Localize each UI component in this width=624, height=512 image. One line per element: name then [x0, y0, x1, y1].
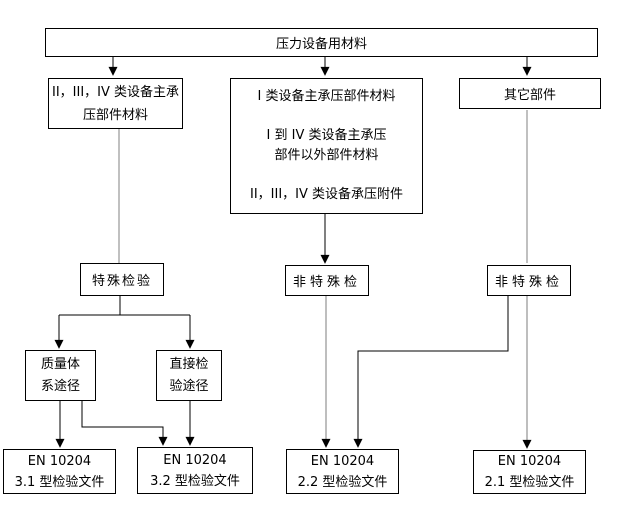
node-text-line: 质量体: [40, 356, 80, 372]
node-en10204-type-3-1: EN 10204 3.1 型检验文件: [3, 449, 116, 494]
node-en10204-type-2-2: EN 10204 2.2 型检验文件: [286, 449, 399, 494]
node-class-2-3-4-main-pressure-parts: II，III，IV 类设备主承 压部件材料: [48, 78, 183, 129]
node-text-line: 验途径: [169, 378, 209, 394]
node-text-line: 2.1 型检验文件: [484, 475, 575, 490]
node-text-line: 特殊检验: [91, 274, 152, 289]
node-en10204-type-3-2: EN 10204 3.2 型检验文件: [137, 447, 253, 494]
node-text-line: 压力设备用材料: [275, 37, 367, 52]
node-quality-system-route: 质量体 系途径: [25, 350, 96, 401]
edge-nonspecial2-to-en22: [353, 296, 509, 448]
node-direct-inspection-route: 直接检 验途径: [156, 350, 222, 401]
node-text-line: 2.2 型检验文件: [297, 474, 388, 490]
edge-special-split: [59, 296, 190, 316]
node-pressure-equipment-materials: 压力设备用材料: [45, 28, 598, 57]
node-other-parts: 其它部件: [459, 78, 601, 109]
node-text-line: 非特殊检: [494, 275, 563, 290]
node-text-line: I 到 IV 类设备主承压: [266, 128, 387, 143]
node-text-line: EN 10204: [27, 453, 92, 469]
node-text-line: 系途径: [40, 378, 80, 394]
node-text-line: II，III，IV 类设备主承: [51, 84, 180, 100]
node-text-line: EN 10204: [163, 452, 227, 468]
node-text-line: II，III，IV 类设备承压附件: [249, 187, 404, 202]
node-special-inspection: 特殊检验: [80, 263, 164, 296]
node-text-line: 3.2 型检验文件: [150, 473, 240, 489]
node-text-line: 非特殊检: [292, 275, 361, 290]
node-non-special-inspection-1: 非特殊检: [285, 265, 369, 296]
node-text-line: 直接检: [169, 356, 209, 372]
node-text-line: EN 10204: [310, 453, 375, 469]
node-text-line: 压部件材料: [82, 107, 148, 123]
node-text-line: I 类设备主承压部件材料: [257, 89, 396, 104]
node-class-1-and-other-materials: I 类设备主承压部件材料 I 到 IV 类设备主承压 部件以外部件材料 II，I…: [230, 78, 423, 214]
node-text-line: 3.1 型检验文件: [14, 474, 105, 490]
node-non-special-inspection-2: 非特殊检: [487, 265, 571, 296]
node-text-line: 其它部件: [503, 88, 556, 103]
edge-quality-to-en32: [81, 401, 168, 446]
node-text-line: EN 10204: [497, 454, 562, 469]
node-text-line: 部件以外部件材料: [274, 148, 379, 163]
node-en10204-type-2-1: EN 10204 2.1 型检验文件: [473, 450, 586, 494]
